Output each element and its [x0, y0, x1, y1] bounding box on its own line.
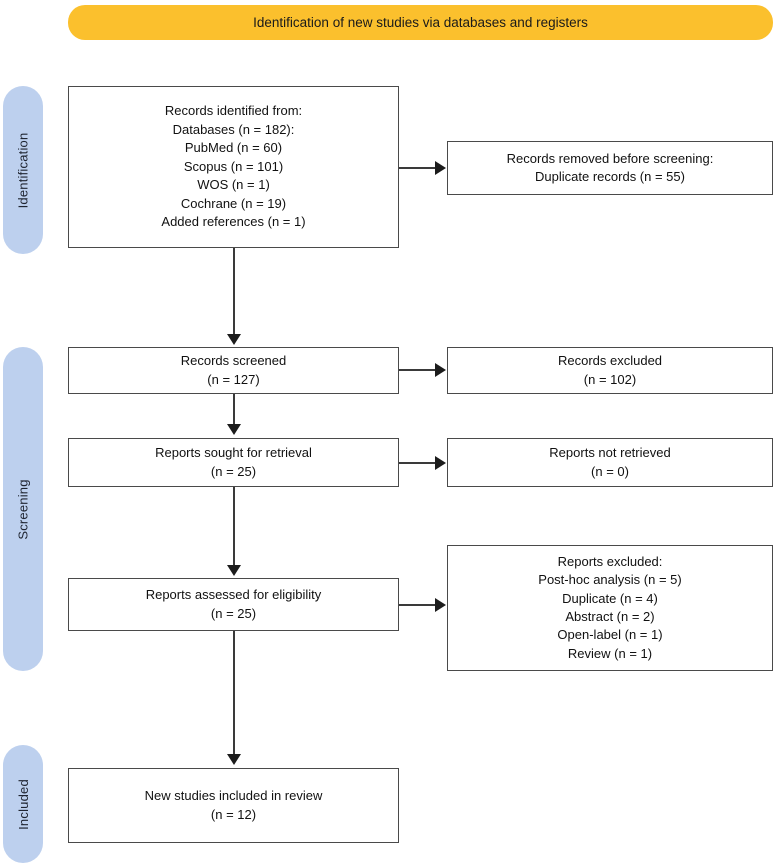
- stage-label-included-text: Included: [15, 778, 31, 830]
- reports-not-retrieved-line-1: Reports not retrieved: [549, 445, 671, 461]
- diagram-banner-title: Identification of new studies via databa…: [68, 5, 773, 40]
- records-identified-line-2: Databases (n = 182):: [172, 121, 295, 137]
- arrow-assessed-to-reports-excluded-icon: [435, 598, 446, 612]
- records-removed-line-2: Duplicate records (n = 55): [535, 169, 685, 184]
- reports-excluded-line-1: Reports excluded:: [557, 553, 663, 569]
- reports-excluded-line-6: Review (n = 1): [567, 645, 653, 661]
- records-identified-line-7: Added references (n = 1): [161, 214, 306, 230]
- stage-label-screening-text: Screening: [15, 478, 31, 540]
- stage-label-identification: Identification: [3, 86, 43, 254]
- reports-excluded-line-4: Abstract (n = 2): [565, 609, 655, 624]
- banner-text: Identification of new studies via databa…: [253, 15, 588, 30]
- arrow-screened-to-sought-icon: [227, 424, 241, 435]
- connector-assessed-to-reports-excluded: [399, 604, 436, 606]
- reports-excluded-line-5: Open-label (n = 1): [557, 627, 663, 643]
- reports-not-retrieved-line-2: (n = 0): [591, 463, 629, 479]
- reports-excluded-line-3: Duplicate (n = 4): [562, 590, 658, 606]
- arrow-screened-to-excluded-icon: [435, 363, 446, 377]
- box-reports-sought: Reports sought for retrieval (n = 25): [68, 438, 399, 487]
- records-identified-line-5: WOS (n = 1): [197, 177, 270, 193]
- box-reports-assessed: Reports assessed for eligibility (n = 25…: [68, 578, 399, 631]
- box-reports-excluded: Reports excluded: Post-hoc analysis (n =…: [447, 545, 773, 671]
- arrow-sought-to-not-retrieved-icon: [435, 456, 446, 470]
- box-records-excluded: Records excluded (n = 102): [447, 347, 773, 394]
- records-identified-line-6: Cochrane (n = 19): [180, 195, 287, 211]
- reports-excluded-line-2: Post-hoc analysis (n = 5): [538, 572, 682, 588]
- arrow-identified-to-screened-icon: [227, 334, 241, 345]
- reports-sought-line-2: (n = 25): [210, 463, 257, 479]
- box-records-identified: Records identified from: Databases (n = …: [68, 86, 399, 248]
- included-line-2: (n = 12): [210, 806, 257, 822]
- connector-identified-to-removed: [399, 167, 436, 169]
- stage-label-included: Included: [3, 745, 43, 863]
- connector-assessed-to-included: [233, 631, 235, 755]
- records-identified-line-3: PubMed (n = 60): [184, 140, 283, 156]
- reports-assessed-line-1: Reports assessed for eligibility: [145, 587, 322, 603]
- box-reports-not-retrieved: Reports not retrieved (n = 0): [447, 438, 773, 487]
- arrow-sought-to-assessed-icon: [227, 565, 241, 576]
- connector-screened-to-sought: [233, 394, 235, 425]
- records-screened-line-2: (n = 127): [207, 371, 260, 387]
- reports-sought-line-1: Reports sought for retrieval: [155, 445, 312, 461]
- records-identified-line-1: Records identified from:: [164, 103, 303, 119]
- arrow-identified-to-removed-icon: [435, 161, 446, 175]
- records-removed-line-1: Records removed before screening:: [506, 150, 714, 166]
- records-excluded-line-2: (n = 102): [583, 371, 637, 387]
- connector-screened-to-excluded: [399, 369, 436, 371]
- connector-identified-to-screened: [233, 248, 235, 335]
- records-excluded-line-1: Records excluded: [557, 353, 663, 369]
- arrow-assessed-to-included-icon: [227, 754, 241, 765]
- box-new-studies-included: New studies included in review (n = 12): [68, 768, 399, 843]
- connector-sought-to-not-retrieved: [399, 462, 436, 464]
- reports-assessed-line-2: (n = 25): [210, 605, 257, 621]
- stage-label-identification-text: Identification: [15, 132, 31, 208]
- connector-sought-to-assessed: [233, 487, 235, 566]
- box-records-screened: Records screened (n = 127): [68, 347, 399, 394]
- box-records-removed: Records removed before screening: Duplic…: [447, 141, 773, 195]
- included-line-1: New studies included in review: [144, 788, 323, 804]
- records-identified-line-4: Scopus (n = 101): [183, 158, 284, 174]
- stage-label-screening: Screening: [3, 347, 43, 671]
- records-screened-line-1: Records screened: [180, 353, 287, 369]
